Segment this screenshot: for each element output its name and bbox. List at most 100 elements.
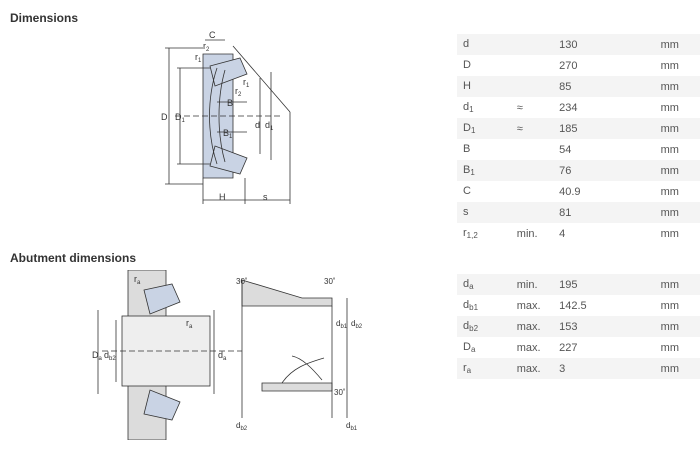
- param-value: 3: [559, 358, 661, 379]
- dimension-row: d1 ≈234 mm: [457, 97, 700, 118]
- label-d: d: [255, 120, 260, 130]
- param-symbol: db1: [463, 299, 479, 312]
- param-unit: mm: [660, 299, 679, 312]
- abutment-row: Da max. 227 mm: [457, 337, 700, 358]
- param-qualifier: min.: [516, 274, 560, 295]
- label-angle-bottom: 30˚: [334, 388, 346, 397]
- label-d1: d1: [265, 120, 274, 132]
- param-value: 270: [559, 59, 578, 72]
- abutment-heading: Abutment dimensions: [10, 251, 137, 265]
- label-ra-top: ra: [134, 274, 141, 286]
- dimension-row: D 270 mm: [457, 55, 700, 76]
- param-symbol: da: [457, 274, 517, 295]
- label-C: C: [209, 30, 216, 40]
- param-value: 153: [559, 316, 661, 337]
- param-qualifier: [516, 34, 560, 55]
- param-symbol: D: [463, 59, 471, 71]
- param-unit: mm: [660, 34, 700, 55]
- param-qualifier: [517, 139, 559, 160]
- label-s: s: [263, 192, 268, 202]
- label-Da: Da: [92, 350, 103, 362]
- label-angle-left: 30˚: [236, 277, 248, 286]
- label-D: D: [161, 112, 168, 122]
- dimension-row: C 40.9 mm: [457, 181, 700, 202]
- bearing-dimensions-drawing: C r2 r1 r1 r2 B B1 D D1 d d1 H s: [161, 30, 291, 204]
- param-qualifier: ≈: [516, 118, 560, 139]
- param-unit: mm: [660, 316, 700, 337]
- param-qualifier: [517, 181, 559, 202]
- abutment-row: db1 max. 142.5 mm: [457, 295, 700, 316]
- param-value: 234: [559, 101, 578, 114]
- label-H: H: [219, 192, 226, 202]
- param-unit: mm: [660, 76, 700, 97]
- param-unit: mm: [660, 341, 679, 354]
- param-unit: mm: [660, 202, 700, 223]
- param-qualifier: [516, 76, 560, 97]
- param-qualifier: max.: [516, 341, 541, 354]
- param-qualifier: min.: [516, 227, 538, 240]
- param-qualifier: [516, 160, 560, 181]
- param-symbol: d: [457, 34, 517, 55]
- param-qualifier: max.: [516, 299, 541, 312]
- param-symbol: db2: [457, 316, 517, 337]
- abutment-detail-drawing: 30˚ 30˚ 30˚ db1 db2 db2 db1: [236, 277, 363, 432]
- abutment-drawing: ra ra Da db2 da: [92, 270, 242, 440]
- param-symbol: r1,2: [463, 227, 478, 240]
- param-symbol: C: [463, 185, 471, 197]
- label-r2: r2: [203, 41, 210, 53]
- param-value: 227: [559, 341, 578, 354]
- param-value: 185: [559, 118, 661, 139]
- param-unit: mm: [660, 274, 700, 295]
- param-value: 81: [559, 202, 661, 223]
- param-unit: mm: [660, 143, 679, 156]
- param-symbol: D1: [457, 118, 517, 139]
- param-qualifier: ≈: [516, 101, 523, 114]
- param-value: 76: [559, 160, 661, 181]
- param-unit: mm: [660, 59, 679, 72]
- param-value: 130: [559, 34, 661, 55]
- label-B: B: [227, 98, 233, 108]
- label-r1: r1: [195, 52, 202, 64]
- param-unit: mm: [660, 101, 679, 114]
- housing-washer: [202, 53, 234, 179]
- param-unit: mm: [660, 160, 700, 181]
- param-symbol: d1: [463, 101, 474, 114]
- dimensions-heading: Dimensions: [10, 11, 79, 25]
- label-db2-bottom: db2: [236, 421, 248, 432]
- param-unit: mm: [660, 118, 700, 139]
- param-symbol: ra: [457, 358, 517, 379]
- param-symbol: B1: [457, 160, 517, 181]
- param-value: 142.5: [559, 299, 587, 312]
- param-value: 195: [559, 274, 661, 295]
- param-qualifier: [516, 202, 560, 223]
- label-ra-mid: ra: [186, 318, 193, 330]
- label-r1-right: r1: [243, 77, 250, 89]
- param-symbol: Da: [463, 341, 476, 354]
- param-unit: mm: [660, 227, 679, 240]
- param-value: 54: [559, 143, 572, 156]
- param-unit: mm: [660, 358, 700, 379]
- label-r2-right: r2: [235, 86, 242, 98]
- param-value: 85: [559, 76, 661, 97]
- label-db1-detail: db1: [336, 319, 348, 330]
- label-db1-bottom: db1: [346, 421, 358, 432]
- label-D1: D1: [175, 112, 186, 124]
- param-unit: mm: [660, 185, 679, 198]
- param-symbol: s: [457, 202, 517, 223]
- param-qualifier: max.: [516, 358, 560, 379]
- param-value: 40.9: [559, 185, 581, 198]
- label-da: da: [218, 350, 227, 362]
- label-B1: B1: [223, 128, 233, 140]
